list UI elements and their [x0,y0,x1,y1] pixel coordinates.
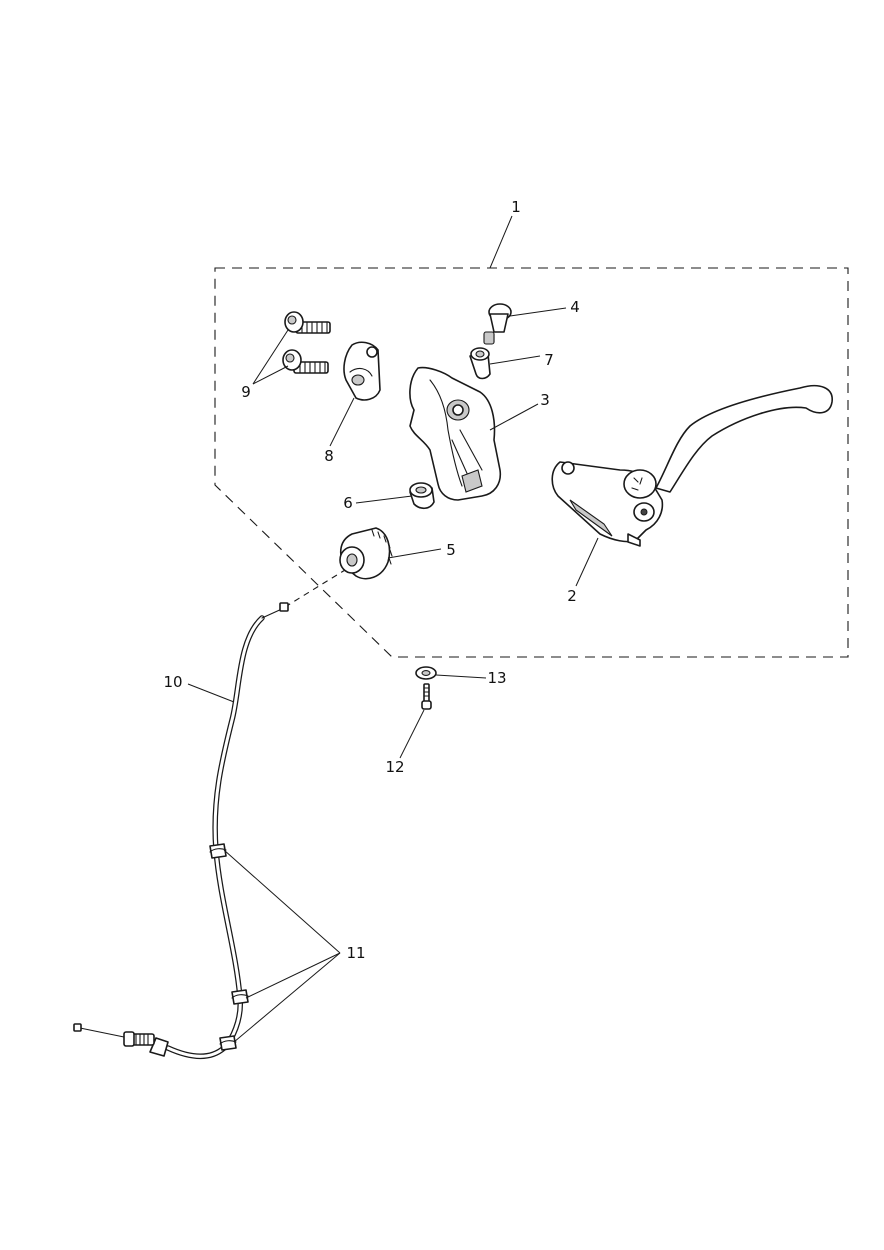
callout-labels: 1 2 3 4 5 6 7 8 9 10 11 12 13 [163,198,579,962]
callout-12: 12 [385,758,404,776]
leader-9a [252,329,289,385]
leader-5 [387,548,442,559]
part-cable-clip-2 [231,989,249,1005]
callout-11: 11 [346,944,365,962]
callout-8: 8 [324,447,334,465]
callout-7: 7 [544,351,554,369]
leader-13 [435,674,487,679]
leader-2 [575,537,599,587]
part-adjuster [339,527,393,580]
part-cable-clip-3 [219,1035,237,1051]
part-nut [409,482,435,510]
callout-13: 13 [487,669,506,687]
leader-3 [489,403,539,431]
leader-12 [399,709,425,759]
assembly-boundary [214,267,849,658]
part-cable [73,602,289,1059]
leader-1 [489,215,513,269]
part-washer [415,666,437,680]
part-screw-upper [284,311,331,334]
leader-4 [509,307,567,317]
leader-11c [233,952,341,1043]
leader-11a [223,849,341,954]
part-lever [551,384,833,547]
callout-1: 1 [511,198,521,216]
leader-8 [329,397,355,447]
callout-3: 3 [540,391,550,409]
callout-5: 5 [446,541,456,559]
callout-6: 6 [343,494,353,512]
leader-7 [489,355,541,365]
part-pivot-bolt [483,303,512,345]
leader-lines [187,215,599,1043]
part-small-screw [421,683,432,710]
part-lever-bracket [409,366,502,501]
leader-10 [187,683,235,703]
part-clamp [343,341,381,401]
callout-2: 2 [567,587,577,605]
leader-6 [355,495,413,504]
part-sleeve [469,347,491,380]
leader-11b [245,952,341,999]
part-screw-lower [282,349,329,374]
callout-9: 9 [241,383,251,401]
alignment-line [284,569,346,608]
leader-9b [252,365,289,385]
part-cable-clip-1 [209,843,227,859]
callout-10: 10 [163,673,182,691]
callout-4: 4 [570,298,580,316]
